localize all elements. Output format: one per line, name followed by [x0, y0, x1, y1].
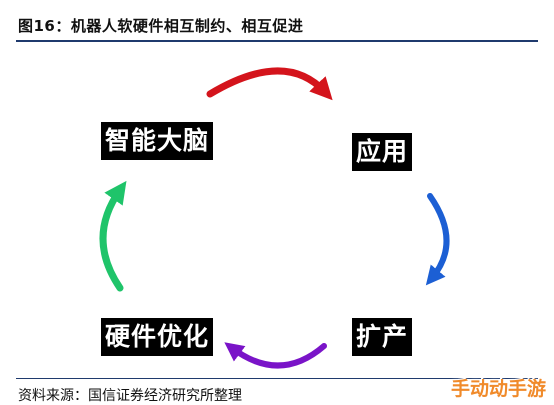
node-hardware-optimization: 硬件优化: [101, 318, 214, 356]
cycle-diagram: [0, 44, 554, 374]
node-application: 应用: [352, 133, 413, 171]
figure-title: 图16：机器人软硬件相互制约、相互促进: [18, 17, 304, 35]
cycle-arrows: [99, 67, 450, 369]
node-expansion: 扩产: [352, 318, 413, 356]
arrow-application-to-expansion: [425, 193, 450, 286]
arrow-hardware-to-brain: [99, 180, 127, 292]
title-rule: [16, 40, 538, 42]
source-note: 资料来源：国信证券经济研究所整理: [18, 388, 242, 404]
arrow-expansion-to-hardware: [224, 342, 327, 369]
node-smart-brain: 智能大脑: [101, 122, 214, 160]
watermark-logo: 手动动手游: [450, 378, 546, 400]
source-rule: [16, 378, 538, 379]
arrow-brain-to-application: [206, 67, 333, 101]
